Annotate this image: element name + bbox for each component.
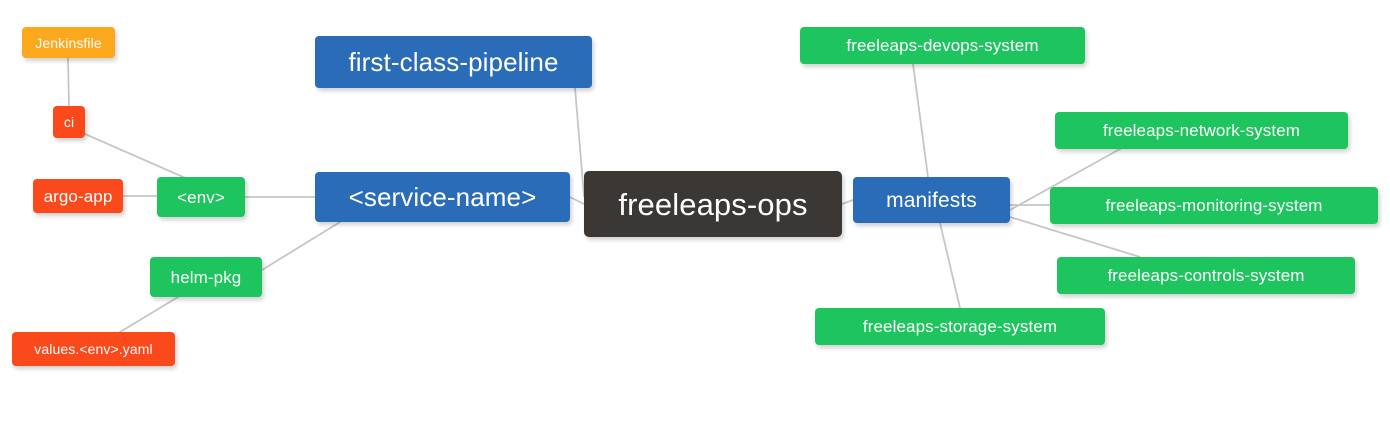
node-label-manifests: manifests	[886, 188, 977, 212]
edge-manifests-to-devops	[912, 63, 929, 178]
mindmap-node-valuesyaml[interactable]: values.<env>.yaml	[12, 332, 175, 366]
node-label-ci: ci	[63, 114, 75, 130]
mindmap-node-devops[interactable]: freeleaps-devops-system	[800, 27, 1085, 64]
node-label-jenkins: Jenkinsfile	[35, 34, 102, 51]
node-label-service: <service-name>	[348, 182, 537, 212]
mindmap-node-helmpkg[interactable]: helm-pkg	[150, 257, 262, 297]
mindmap-node-ci[interactable]: ci	[53, 106, 85, 138]
edge-ci-to-jenkins	[67, 57, 70, 107]
mindmap-node-argoapp[interactable]: argo-app	[33, 179, 123, 213]
edge-root-to-manifests	[841, 199, 854, 205]
mindmap-node-pipeline[interactable]: first-class-pipeline	[315, 36, 592, 88]
edge-root-to-service	[569, 196, 585, 205]
mindmap-node-jenkins[interactable]: Jenkinsfile	[22, 27, 115, 58]
edge-manifests-to-network	[1009, 148, 1121, 211]
edge-service-to-helmpkg	[261, 221, 341, 271]
mindmap-node-network[interactable]: freeleaps-network-system	[1055, 112, 1348, 149]
node-label-network: freeleaps-network-system	[1102, 121, 1301, 140]
node-label-root: freeleaps-ops	[618, 186, 808, 222]
mindmap-node-monitoring[interactable]: freeleaps-monitoring-system	[1050, 187, 1378, 224]
mindmap-node-manifests[interactable]: manifests	[853, 177, 1010, 223]
mindmap-node-service[interactable]: <service-name>	[315, 172, 570, 222]
edge-helmpkg-to-valuesyaml	[119, 296, 179, 333]
edge-env-to-ci	[84, 133, 191, 181]
edge-root-to-pipeline	[574, 87, 585, 197]
node-label-argoapp: argo-app	[43, 186, 113, 206]
node-label-helmpkg: helm-pkg	[170, 267, 242, 287]
edge-manifests-to-storage	[939, 222, 961, 309]
node-label-env: <env>	[177, 187, 225, 207]
mindmap-node-env[interactable]: <env>	[157, 177, 245, 217]
mindmap-node-root[interactable]: freeleaps-ops	[584, 171, 842, 237]
node-label-devops: freeleaps-devops-system	[846, 36, 1039, 55]
node-label-monitoring: freeleaps-monitoring-system	[1105, 196, 1323, 215]
mindmap-node-controls[interactable]: freeleaps-controls-system	[1057, 257, 1355, 294]
node-label-controls: freeleaps-controls-system	[1107, 266, 1305, 285]
edge-manifests-to-controls	[1009, 216, 1141, 258]
node-label-pipeline: first-class-pipeline	[348, 47, 559, 77]
node-label-valuesyaml: values.<env>.yaml	[34, 341, 153, 357]
node-label-storage: freeleaps-storage-system	[862, 317, 1058, 336]
mindmap-node-storage[interactable]: freeleaps-storage-system	[815, 308, 1105, 345]
